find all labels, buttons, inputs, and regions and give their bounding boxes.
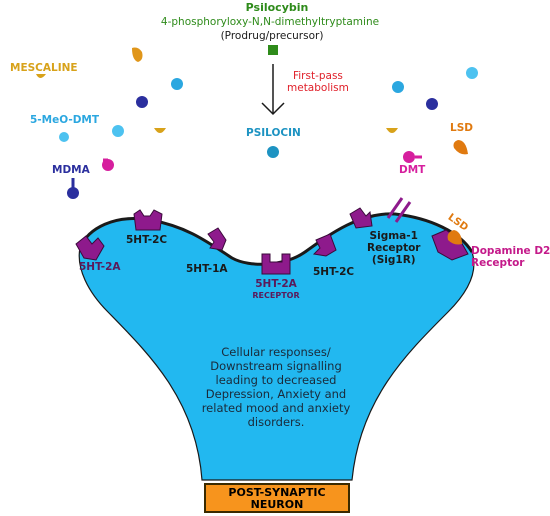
- mescaline-molecule-2: [36, 74, 46, 78]
- metabolism-label: First-pass metabolism: [287, 70, 349, 95]
- psilocybin-chemical-name: 4-phosphoryloxy-N,N-dimethyltryptamine: [160, 16, 380, 28]
- dmt-label: DMT: [399, 164, 426, 176]
- meo-dmt-label: 5-MeO-DMT: [30, 114, 100, 126]
- mdma-label: MDMA: [52, 164, 90, 176]
- lsd-label-top: LSD: [450, 122, 473, 134]
- receptor-sigma1-label: Sigma-1 Receptor (Sig1R): [367, 230, 421, 267]
- mescaline-label: MESCALINE: [10, 62, 78, 74]
- mdma-molecule-1: [136, 96, 148, 108]
- receptor-5ht2c-left-label: 5HT-2C: [126, 234, 168, 246]
- receptor-5ht2c-right-label: 5HT-2C: [313, 266, 355, 278]
- mdma-molecule-2: [426, 98, 438, 110]
- metabolism-arrow: [261, 64, 285, 116]
- receptor-5ht2a-left-shape: [75, 235, 105, 261]
- meo-dmt-molecule-5: [466, 67, 478, 79]
- lsd-molecule-bound: [447, 230, 462, 245]
- receptor-5ht1a-label: 5HT-1A: [186, 263, 228, 275]
- receptor-5ht2a-left-label: 5HT-2A: [79, 261, 121, 273]
- post-synaptic-neuron-box: POST-SYNAPTIC NEURON: [204, 483, 350, 513]
- meo-dmt-molecule-2: [112, 125, 124, 137]
- psilocin-label: PSILOCIN: [246, 127, 301, 139]
- psilocybin-title: Psilocybin: [245, 1, 309, 14]
- mescaline-molecule-1: [132, 47, 143, 62]
- lsd-molecule-top: [453, 140, 468, 155]
- meo-dmt-molecule-1: [171, 78, 183, 90]
- psilocybin-square: [268, 45, 278, 55]
- dmt-molecule-1: [102, 158, 114, 171]
- meo-dmt-molecule-4: [392, 81, 404, 93]
- receptor-dopamine-d2-label: Dopamine D2 Receptor: [471, 245, 550, 270]
- psilocin-molecule: [267, 146, 279, 158]
- mescaline-molecule-4: [386, 128, 398, 133]
- receptor-5ht1a-shape: [207, 227, 227, 251]
- dmt-molecule-2: [403, 151, 422, 163]
- receptor-5ht2c-left-shape: [133, 209, 163, 231]
- meo-dmt-molecule-3: [59, 132, 69, 142]
- receptor-5ht2a-center-sublabel: RECEPTOR: [252, 291, 300, 300]
- receptor-5ht2a-center-shape: [261, 253, 291, 275]
- receptor-5ht2a-center-label: 5HT-2A: [255, 278, 297, 290]
- receptor-dopamine-d2-shape: [431, 229, 469, 261]
- mescaline-molecule-3: [154, 128, 166, 133]
- receptor-5ht2c-right-shape: [312, 233, 337, 257]
- psilocybin-note: (Prodrug/precursor): [220, 30, 324, 42]
- cellular-response-text: Cellular responses/ Downstream signallin…: [201, 345, 351, 429]
- receptor-sigma1-channel: [386, 197, 412, 223]
- receptor-sigma1-shape: [349, 207, 373, 229]
- mdma-molecule-3: [67, 178, 79, 199]
